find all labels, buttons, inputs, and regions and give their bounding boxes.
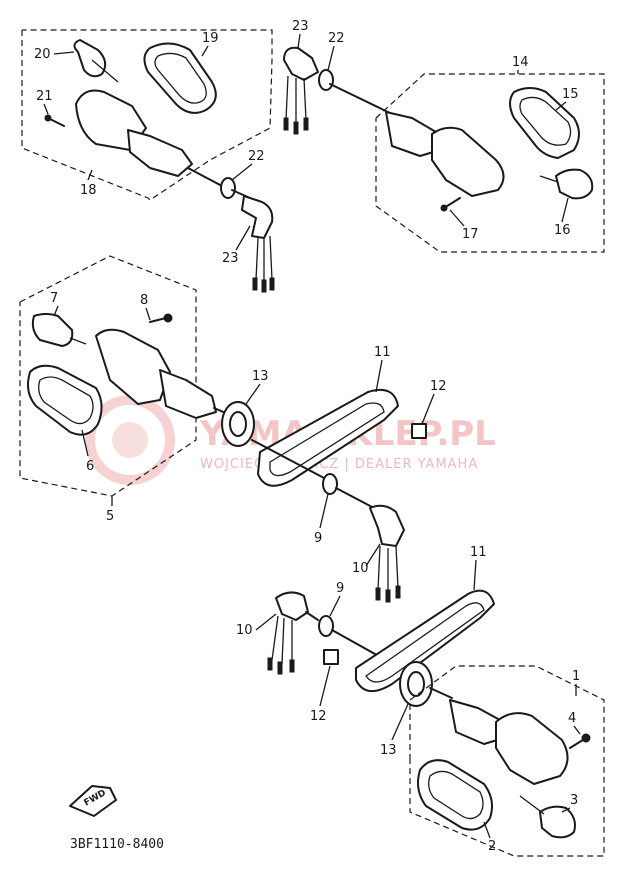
callout-4: 4 — [568, 711, 576, 726]
assembly-bottom-right — [409, 665, 605, 857]
watermark-dealer: WOJCIECH ... WICZ | DEALER YAMAHA — [200, 457, 478, 472]
callouts: 20 19 21 18 22 23 23 22 14 15 16 17 7 8 … — [34, 19, 581, 854]
callout-23-left: 23 — [222, 251, 239, 266]
callout-3: 3 — [570, 793, 578, 808]
callout-10-lower: 10 — [236, 623, 253, 638]
callout-22-left: 22 — [248, 149, 265, 164]
stay-11-lower — [355, 589, 495, 692]
assembly-top-left — [21, 29, 275, 293]
bulb-20 — [73, 39, 119, 83]
screw-17 — [440, 197, 461, 212]
fwd-arrow-icon: FWD — [69, 785, 117, 817]
bulb-7 — [31, 313, 87, 347]
signal-housing-5 — [95, 328, 229, 419]
callout-11-lower: 11 — [470, 545, 487, 560]
callout-19: 19 — [202, 31, 219, 46]
callout-1: 1 — [572, 669, 580, 684]
callout-12-upper: 12 — [430, 379, 447, 394]
nut-12-lower — [323, 649, 339, 665]
mount-bracket-upper — [221, 388, 427, 603]
watermark-logo — [85, 395, 175, 485]
assembly-top-right — [283, 46, 605, 253]
callout-12-lower: 12 — [310, 709, 327, 724]
connector-10-upper — [369, 504, 405, 603]
signal-housing-14 — [385, 111, 505, 197]
lens-19 — [143, 42, 217, 114]
callout-21: 21 — [36, 89, 53, 104]
callout-9-lower: 9 — [336, 581, 344, 596]
connector-10-lower — [267, 591, 309, 675]
callout-8: 8 — [140, 293, 148, 308]
bulb-16 — [539, 168, 594, 200]
callout-6: 6 — [86, 459, 94, 474]
callout-7: 7 — [50, 291, 58, 306]
assembly-middle-left — [19, 255, 229, 497]
callout-20: 20 — [34, 47, 51, 62]
screw-4 — [569, 733, 591, 749]
callout-15: 15 — [562, 87, 579, 102]
lens-15 — [509, 87, 580, 159]
lens-2 — [417, 759, 493, 831]
connector-23-upper — [283, 46, 319, 135]
callout-13-upper: 13 — [252, 369, 269, 384]
callout-23-top: 23 — [292, 19, 309, 34]
callout-5: 5 — [106, 509, 114, 524]
part-code: 3BF1110-8400 — [70, 837, 164, 852]
callout-13-lower: 13 — [380, 743, 397, 758]
connector-23-lower — [241, 195, 275, 293]
bulb-3 — [519, 795, 576, 839]
nut-9-upper — [322, 473, 338, 495]
nut-9-lower — [318, 615, 334, 637]
screw-21 — [44, 114, 65, 127]
screw-8 — [149, 313, 173, 323]
mount-bracket-lower — [267, 589, 495, 707]
callout-9-upper: 9 — [314, 531, 322, 546]
nut-12-upper — [411, 423, 427, 439]
signal-housing-18 — [75, 89, 223, 187]
callout-11-upper: 11 — [374, 345, 391, 360]
callout-14: 14 — [512, 55, 529, 70]
signal-housing-1 — [449, 699, 569, 785]
callout-16: 16 — [554, 223, 571, 238]
callout-10-upper: 10 — [352, 561, 369, 576]
callout-18: 18 — [80, 183, 97, 198]
callout-17: 17 — [462, 227, 479, 242]
callout-22-top: 22 — [328, 31, 345, 46]
lens-6 — [27, 364, 103, 436]
callout-2: 2 — [488, 839, 496, 854]
